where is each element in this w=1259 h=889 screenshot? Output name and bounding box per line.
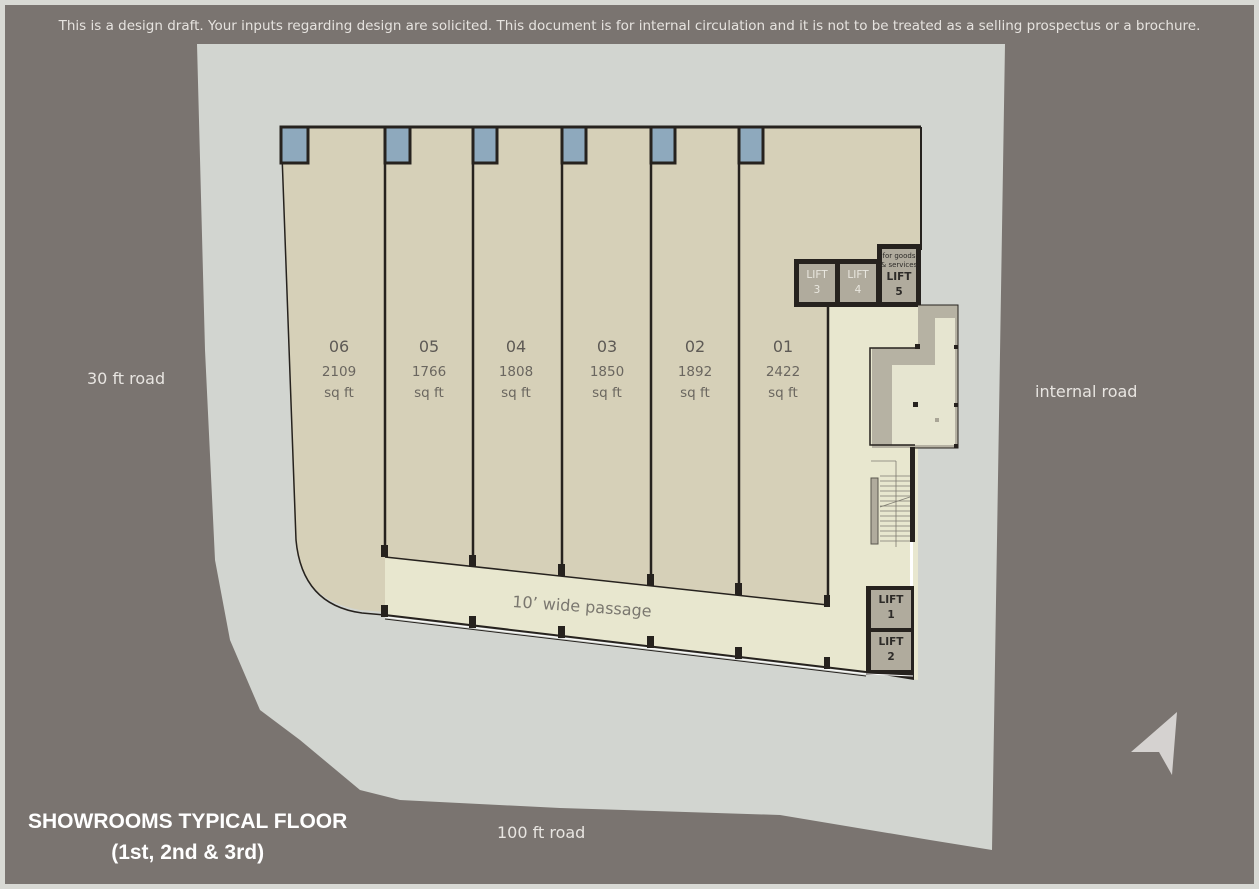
unit-number: 04 — [505, 337, 527, 356]
road-label-west: 30 ft road — [87, 369, 166, 388]
unit-area-unit: sq ft — [768, 385, 798, 401]
glass-bays — [279, 125, 765, 165]
showroom-block — [281, 127, 920, 612]
title-line-1: SHOWROOMS TYPICAL FLOOR — [28, 810, 348, 833]
drawing-title: SHOWROOMS TYPICAL FLOOR (1st, 2nd & 3rd) — [28, 806, 347, 868]
unit-number: 02 — [684, 337, 706, 356]
showroom-04[interactable]: 04 1808 sq ft — [476, 337, 556, 404]
unit-number: 06 — [328, 337, 350, 356]
disclaimer-text: This is a design draft. Your inputs rega… — [58, 18, 1201, 34]
unit-area: 2109 — [321, 364, 357, 380]
unit-number: 01 — [772, 337, 794, 356]
showroom-06[interactable]: 06 2109 sq ft — [299, 337, 379, 404]
passage-area — [385, 307, 918, 680]
north-arrow-icon — [1131, 712, 1177, 775]
unit-area-unit: sq ft — [501, 385, 531, 401]
unit-area: 2422 — [765, 364, 801, 380]
showroom-02[interactable]: 02 1892 sq ft — [655, 337, 735, 404]
showroom-05[interactable]: 05 1766 sq ft — [389, 337, 469, 404]
showroom-01[interactable]: 01 2422 sq ft — [743, 337, 823, 404]
unit-area: 1808 — [498, 364, 534, 380]
unit-area-unit: sq ft — [414, 385, 444, 401]
title-line-2: (1st, 2nd & 3rd) — [111, 841, 265, 864]
staircase — [871, 460, 911, 547]
unit-area: 1766 — [411, 364, 447, 380]
showroom-03[interactable]: 03 1850 sq ft — [567, 337, 647, 404]
road-label-east: internal road — [1035, 382, 1138, 401]
unit-area-unit: sq ft — [680, 385, 710, 401]
unit-area-unit: sq ft — [324, 385, 354, 401]
road-label-south: 100 ft road — [497, 823, 586, 842]
unit-number: 05 — [418, 337, 440, 356]
lift-5-note: for goods& services — [880, 252, 918, 269]
unit-area-unit: sq ft — [592, 385, 622, 401]
unit-number: 03 — [596, 337, 618, 356]
unit-area: 1892 — [677, 364, 713, 380]
unit-area: 1850 — [589, 364, 625, 380]
